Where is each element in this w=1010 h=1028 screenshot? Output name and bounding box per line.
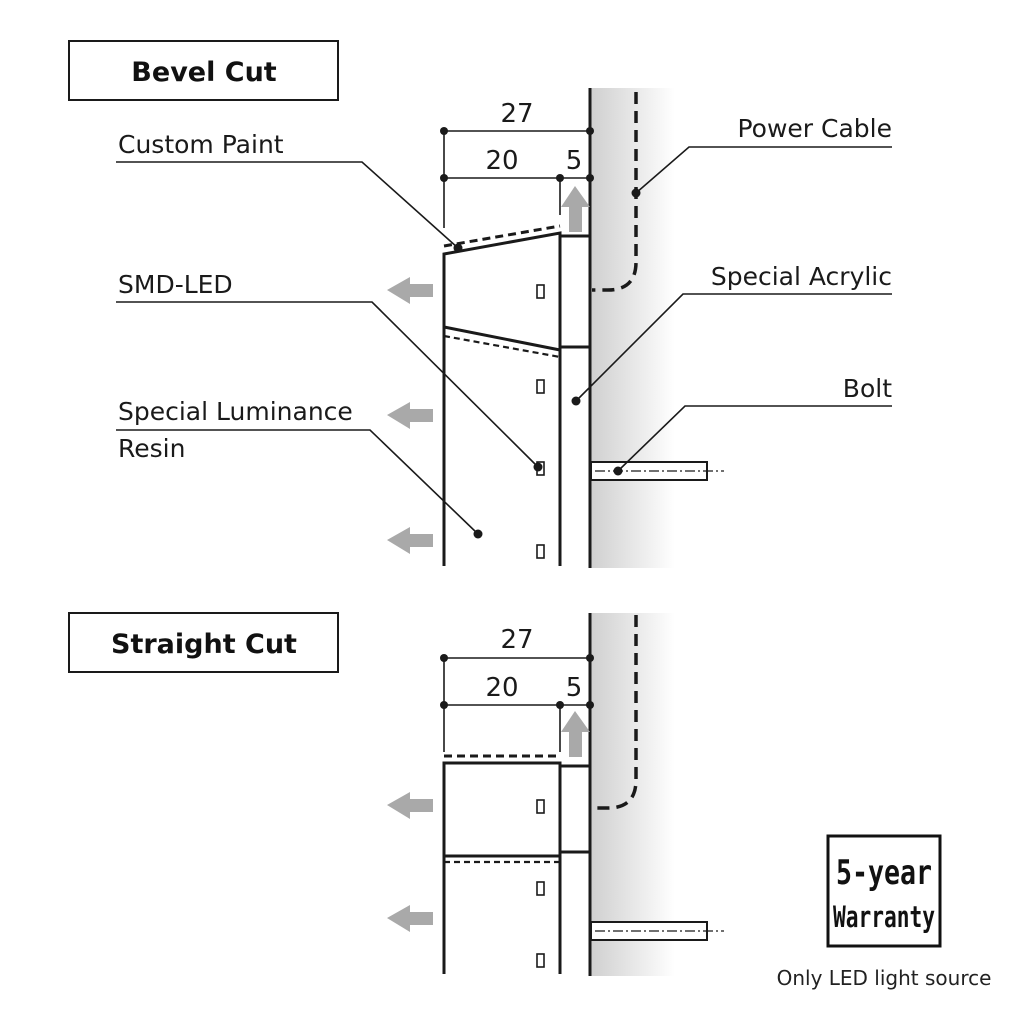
warranty-note: Only LED light source (777, 966, 992, 990)
dim-tick (556, 174, 564, 182)
bevel-cut-section: Bevel Cut (68, 40, 892, 568)
label-special-acrylic: Special Acrylic (711, 262, 892, 291)
dim-20-label: 20 (485, 673, 518, 703)
straight-cut-title-box (68, 612, 339, 673)
light-arrow-up (561, 186, 590, 232)
dim-5-label: 5 (566, 673, 583, 703)
dim-tick (440, 654, 448, 662)
light-arrow-left (387, 277, 433, 304)
dim-tick (586, 654, 594, 662)
light-arrow-left (387, 527, 433, 554)
dim-tick (440, 701, 448, 709)
led-chip (536, 379, 545, 394)
dim-27-label: 27 (500, 99, 533, 129)
resin-body-outline (442, 761, 562, 974)
dim-tick (556, 701, 564, 709)
acrylic-strip (560, 234, 590, 349)
light-arrow-left (387, 402, 433, 429)
warranty-box (826, 834, 942, 948)
straight-cut-title: Straight Cut (111, 629, 297, 660)
led-chip (536, 953, 545, 968)
power-cable (592, 615, 638, 810)
bevel-cut-title-box (68, 40, 339, 101)
dim-27-label: 27 (500, 625, 533, 655)
dim-tick (586, 174, 594, 182)
warranty-line2: Warranty (833, 900, 935, 934)
led-chip (536, 881, 545, 896)
acrylic-strip (560, 764, 590, 854)
leader-custom-paint (116, 161, 459, 249)
leader-resin (116, 429, 479, 535)
dim-tick (440, 127, 448, 135)
light-arrow-left (387, 792, 433, 819)
light-arrow-left (387, 905, 433, 932)
resin-body-outline (442, 231, 562, 566)
label-custom-paint: Custom Paint (118, 130, 284, 159)
warranty-line1: 5-year (836, 853, 932, 893)
leader-dot (571, 396, 581, 406)
bevel-cut-title: Bevel Cut (131, 57, 276, 88)
led-chip (536, 799, 545, 814)
label-smd-led: SMD-LED (118, 270, 233, 299)
leader-dot (473, 529, 483, 539)
warranty-badge: 5-year Warranty Only LED light source (777, 834, 992, 990)
leader-power-cable (635, 146, 892, 194)
led-chip (536, 544, 545, 559)
dim-5-label: 5 (566, 146, 583, 176)
straight-cut-section: Straight Cut 27 20 5 (68, 612, 724, 976)
light-arrow-up (561, 711, 590, 757)
leader-dot (533, 462, 543, 472)
label-power-cable: Power Cable (737, 114, 892, 143)
leader-smd-led (116, 301, 539, 468)
custom-paint-layer (443, 224, 561, 248)
dim-tick (586, 701, 594, 709)
section-divider (443, 325, 561, 352)
label-resin-line2: Resin (118, 434, 185, 463)
label-bolt: Bolt (843, 374, 892, 403)
dim-20-label: 20 (485, 146, 518, 176)
leader-special-acrylic (575, 293, 892, 402)
power-cable (592, 92, 638, 292)
leader-dot (613, 466, 623, 476)
leader-dot (631, 188, 641, 198)
led-chip (536, 284, 545, 299)
leader-bolt (617, 405, 892, 472)
dim-tick (586, 127, 594, 135)
label-resin-line1: Special Luminance (118, 397, 353, 426)
dim-tick (440, 174, 448, 182)
wall (590, 88, 675, 568)
leader-dot (453, 243, 463, 253)
